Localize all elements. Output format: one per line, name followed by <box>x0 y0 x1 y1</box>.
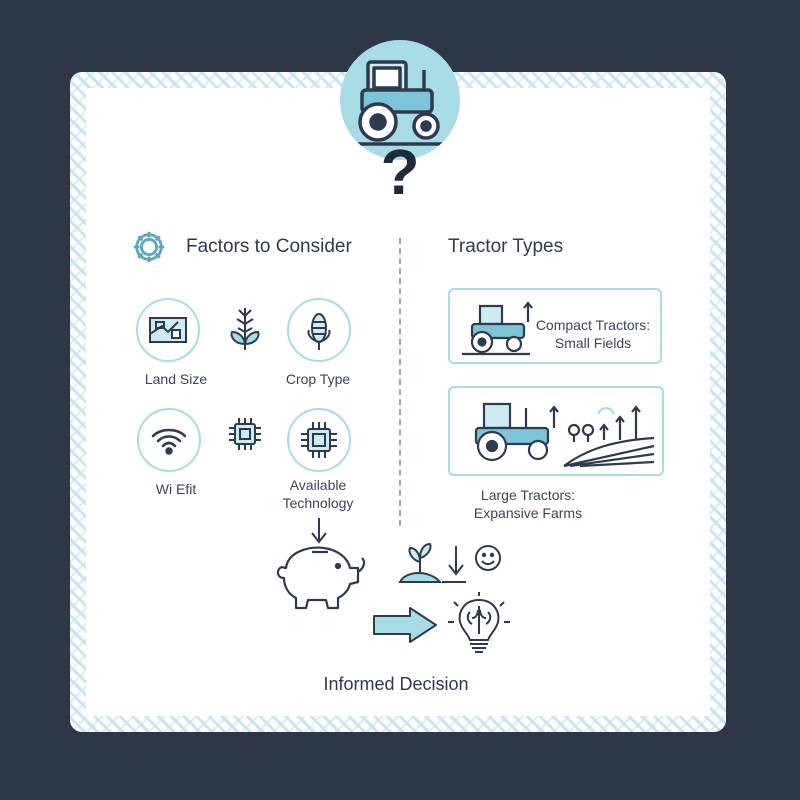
compact-tractor-icon <box>458 296 534 356</box>
compact-subtitle: Small Fields <box>554 335 632 351</box>
question-mark: ? <box>380 136 420 208</box>
piggy-bank-icon <box>272 538 368 612</box>
tractor-badge <box>340 40 460 160</box>
land-size-icon <box>136 298 200 362</box>
large-subtitle: Expansive Farms <box>473 505 583 521</box>
right-arrow-icon <box>370 604 440 646</box>
factors-heading: Factors to Consider <box>186 236 352 257</box>
processor-icon <box>225 414 265 454</box>
corn-icon <box>287 298 351 362</box>
land-size-label: Land Size <box>144 371 208 387</box>
column-divider <box>399 238 401 526</box>
down-arrow-icon <box>308 516 330 546</box>
wifi-icon <box>137 408 201 472</box>
lightbulb-brain-icon <box>446 590 512 658</box>
technology-label: Available Technology <box>282 477 354 511</box>
gear-icon <box>130 228 168 266</box>
compact-tractor-card: Compact Tractors: Small Fields <box>448 288 662 364</box>
sprout-icon <box>222 300 268 356</box>
growth-icon <box>396 540 504 586</box>
wifi-label: Wi Efit <box>155 481 197 497</box>
chip-icon <box>287 408 351 472</box>
compact-title: Compact Tractors: <box>535 317 651 333</box>
large-title: Large Tractors: <box>480 487 576 503</box>
crop-type-label: Crop Type <box>285 371 351 387</box>
large-tractor-card <box>448 386 664 476</box>
large-tractor-field-icon <box>458 394 658 468</box>
tractor-icon <box>354 60 446 146</box>
tractor-types-heading: Tractor Types <box>448 236 564 257</box>
decision-label: Informed Decision <box>323 674 469 694</box>
